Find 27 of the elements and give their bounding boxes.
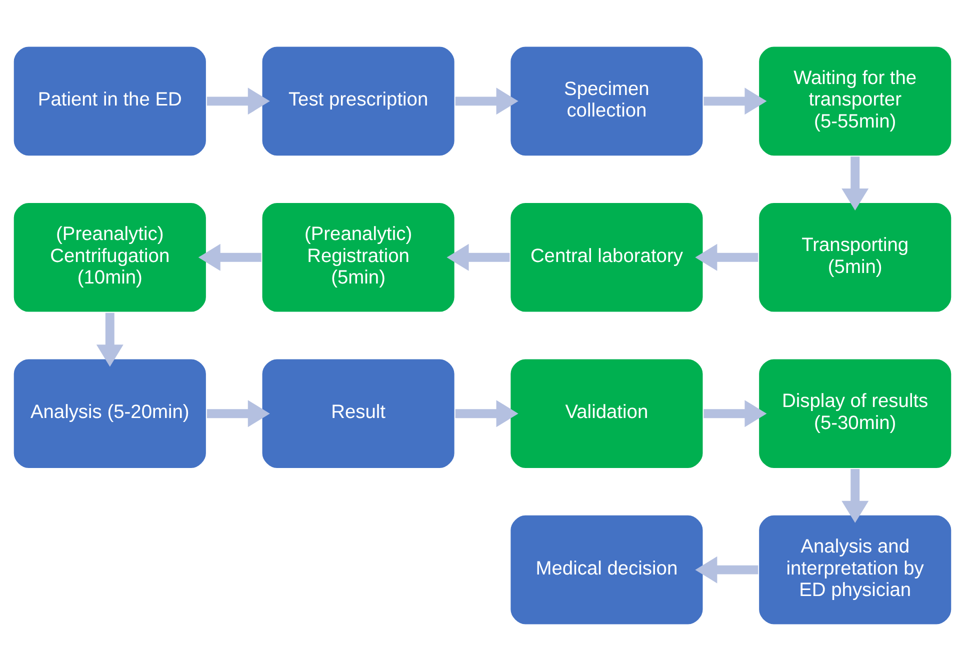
node-box: (Preanalytic) Centrifugation (10min) <box>12 202 208 314</box>
node-box: Analysis (5-20min) <box>12 358 208 470</box>
arrow <box>206 400 270 428</box>
node-box: Validation <box>509 358 704 470</box>
node-box: Transporting (5min) <box>758 202 952 314</box>
arrow <box>695 556 758 584</box>
arrow <box>695 244 758 271</box>
node-box: Medical decision <box>509 514 704 626</box>
arrow <box>842 156 869 210</box>
arrow <box>842 469 869 523</box>
arrow <box>96 312 124 367</box>
node-box: Specimen collection <box>509 45 704 157</box>
node-box: Display of results (5-30min) <box>758 358 952 470</box>
node-box: Analysis and interpretation by ED physician <box>758 514 952 626</box>
arrow <box>455 88 518 115</box>
node-box: (Preanalytic) Registration (5min) <box>260 202 456 314</box>
arrow <box>455 400 518 428</box>
node-box: Waiting for the transporter (5-55min) <box>758 45 952 157</box>
arrow <box>704 400 767 428</box>
arrow <box>704 88 767 115</box>
node-box: Patient in the ED <box>12 45 208 157</box>
arrow <box>198 244 262 271</box>
arrow <box>206 88 270 115</box>
node-box: Test prescription <box>260 45 456 157</box>
node-box: Result <box>260 358 456 470</box>
node-box: Central laboratory <box>509 202 704 314</box>
arrow <box>446 244 510 271</box>
